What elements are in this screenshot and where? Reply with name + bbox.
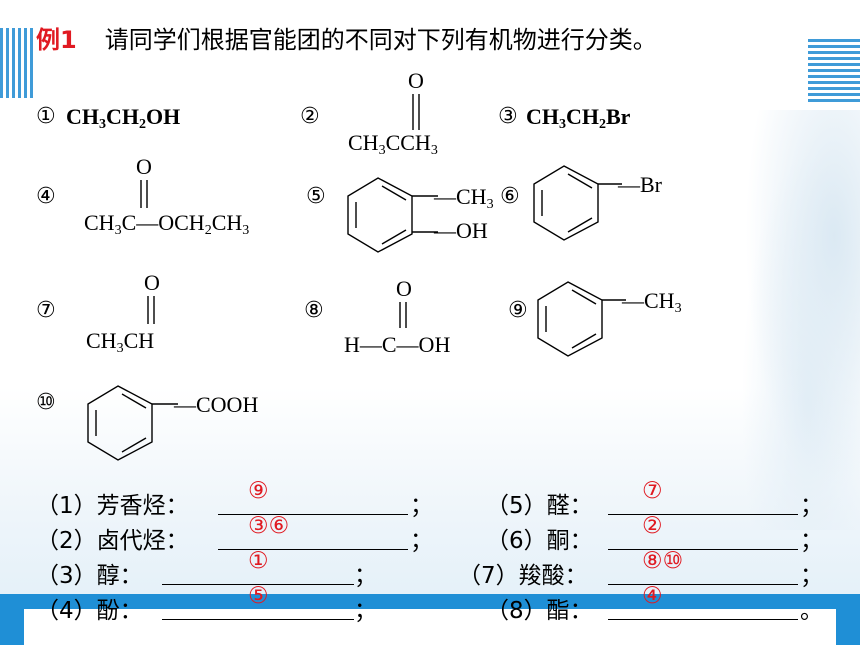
compound-2-number: ② xyxy=(300,104,320,129)
svg-text:—Br: —Br xyxy=(617,172,663,197)
question-5-end: ； xyxy=(800,493,823,519)
svg-text:O: O xyxy=(396,276,412,301)
compound-4-structure: O CH3C—OCH2CH3 xyxy=(84,154,249,238)
svg-text:O: O xyxy=(144,270,160,295)
question-3-label: （3）醇： xyxy=(36,563,143,589)
right-stripe-decoration xyxy=(808,36,860,102)
svg-text:—COOH: —COOH xyxy=(173,392,258,417)
compound-2-structure: O CH3CCH3 xyxy=(348,68,438,158)
compound-6-number: ⑥ xyxy=(500,184,520,209)
compound-7-number: ⑦ xyxy=(36,298,56,323)
left-stripe-decoration xyxy=(0,28,34,98)
question-1-end: ； xyxy=(410,493,433,519)
svg-text:CH3CH: CH3CH xyxy=(86,328,154,356)
background-wave-decoration xyxy=(730,110,860,530)
question-1-blank[interactable] xyxy=(218,514,408,515)
question-2-label: （2）卤代烃： xyxy=(36,528,189,554)
compound-5-number: ⑤ xyxy=(306,184,326,209)
title-text: 请同学们根据官能团的不同对下列有机物进行分类。 xyxy=(104,26,657,54)
bottom-bar-inner xyxy=(24,609,836,645)
question-8-end: 。 xyxy=(800,598,823,624)
example-label: 例1 xyxy=(36,26,77,54)
svg-text:—CH3: —CH3 xyxy=(433,184,494,212)
compound-9-structure: —CH3 xyxy=(537,281,682,357)
compound-10-number: ⑩ xyxy=(36,390,56,415)
question-8-answer: ④ xyxy=(642,583,663,609)
question-7-label: （7）羧酸： xyxy=(458,563,588,589)
compound-6-structure: —Br xyxy=(533,165,663,241)
svg-text:CH3C—OCH2CH3: CH3C—OCH2CH3 xyxy=(84,210,249,238)
page-title: 例1 请同学们根据官能团的不同对下列有机物进行分类。 xyxy=(36,20,657,55)
compound-3-number: ③ xyxy=(498,104,518,129)
compound-8-structure: O H—C—OH xyxy=(344,276,450,357)
compound-8-number: ⑧ xyxy=(304,298,324,323)
question-6-end: ； xyxy=(800,528,823,554)
question-6-label: （6）酮： xyxy=(486,528,593,554)
compound-4-number: ④ xyxy=(36,184,56,209)
compound-10-structure: —COOH xyxy=(87,385,258,461)
question-7-end: ； xyxy=(800,563,823,589)
question-5-answer: ⑦ xyxy=(642,478,663,504)
svg-text:H—C—OH: H—C—OH xyxy=(344,332,450,357)
svg-text:—CH3: —CH3 xyxy=(621,288,682,316)
compound-5-structure: —CH3 —OH xyxy=(347,177,494,253)
svg-text:—OH: —OH xyxy=(433,218,488,243)
question-4-blank[interactable] xyxy=(162,619,354,620)
compound-3-formula: CH3CH2Br xyxy=(526,104,631,132)
question-8-label: （8）酯： xyxy=(486,598,593,624)
compound-9-number: ⑨ xyxy=(508,298,528,323)
question-2-end: ； xyxy=(410,528,433,554)
question-7-blank[interactable] xyxy=(608,584,798,585)
question-3-answer: ① xyxy=(248,548,269,574)
svg-text:O: O xyxy=(136,154,152,179)
question-7-answer: ⑧⑩ xyxy=(642,548,684,574)
question-6-answer: ② xyxy=(642,513,663,539)
compound-1-number: ① xyxy=(36,104,56,129)
question-5-blank[interactable] xyxy=(608,514,798,515)
question-5-label: （5）醛： xyxy=(486,493,593,519)
question-4-label: （4）酚： xyxy=(36,598,143,624)
question-6-blank[interactable] xyxy=(608,549,798,550)
question-2-answer: ③⑥ xyxy=(248,513,290,539)
question-1-label: （1）芳香烃： xyxy=(36,493,189,519)
svg-text:CH3CCH3: CH3CCH3 xyxy=(348,130,438,158)
question-3-end: ； xyxy=(354,563,377,589)
question-3-blank[interactable] xyxy=(162,584,354,585)
question-4-answer: ⑤ xyxy=(248,583,269,609)
compound-7-structure: O CH3CH xyxy=(86,270,160,356)
question-4-end: ； xyxy=(354,598,377,624)
svg-text:O: O xyxy=(408,68,424,93)
question-1-answer: ⑨ xyxy=(248,478,269,504)
compound-1-formula: CH3CH2OH xyxy=(66,104,181,132)
question-2-blank[interactable] xyxy=(218,549,408,550)
question-8-blank[interactable] xyxy=(608,619,798,620)
